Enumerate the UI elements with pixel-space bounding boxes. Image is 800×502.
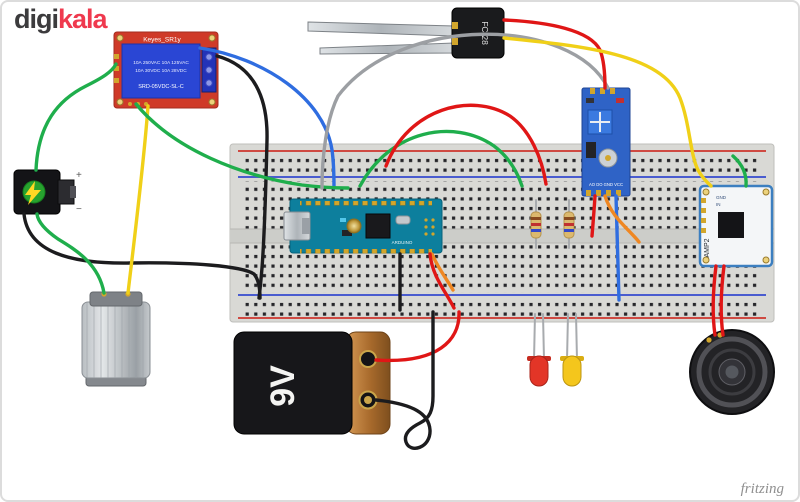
led-red-bulb <box>529 355 549 387</box>
wire-red-module-stub <box>590 194 597 238</box>
led-red <box>527 313 551 387</box>
wire-red-nano-jumper <box>428 252 456 310</box>
wire-red-amplifier-to-speaker-1 <box>711 264 718 337</box>
speaker-cone-outer <box>696 336 768 408</box>
battery-label: 9V <box>264 365 302 407</box>
dc-motor <box>81 291 151 387</box>
relay-pin <box>114 54 119 59</box>
led-yellow-lead-1 <box>566 313 569 361</box>
wire-blue-relay-to-breadboard <box>198 46 336 190</box>
nano-bottom-pin-row <box>300 249 432 254</box>
motor-top-cap <box>89 291 143 307</box>
nano-reset-button <box>346 218 362 234</box>
probe-prong-2 <box>319 42 455 55</box>
led-yellow-bulb <box>562 355 582 387</box>
digikala-logo: digikala <box>14 4 108 35</box>
wire-yellow-motor-to-relay <box>126 104 150 295</box>
screw-hole <box>702 188 710 196</box>
wire-black-relay-to-breadboard <box>215 54 269 300</box>
breadboard-top-rail-holes <box>242 154 758 173</box>
resistor-1 <box>530 199 542 249</box>
screw-hole <box>762 256 770 264</box>
wire-black-battery-to-breadboard <box>374 310 435 450</box>
screw-hole <box>208 98 216 106</box>
speaker <box>689 329 775 415</box>
nano-power-led <box>340 218 346 222</box>
screw-hole <box>762 188 770 196</box>
jack-minus-label: − <box>76 204 82 215</box>
wire-red-probe-to-module <box>502 18 607 90</box>
audio-amplifier-module: GND IN AMP2 <box>698 184 774 268</box>
amp-label: AMP2 <box>704 238 711 257</box>
sensor-power-led <box>616 98 624 103</box>
soil-sensor-module: AO DO GND VCC <box>581 87 631 197</box>
probe-prong-1 <box>307 21 455 37</box>
breadboard-bottom-rail-holes <box>242 297 758 316</box>
power-jack: + − <box>13 169 82 215</box>
amp-chip <box>718 212 744 238</box>
wire-orange-module-to-breadboard <box>603 194 641 244</box>
wire-red-breadboard-arc <box>384 103 548 186</box>
screw-hole <box>208 34 216 42</box>
battery-body <box>233 331 353 435</box>
wire-green-jack-to-relay <box>34 62 118 172</box>
wire-yellow-probe-to-amplifier <box>502 36 713 188</box>
wire-red-battery-to-breadboard <box>374 310 461 363</box>
nano-mcu-chip <box>365 213 391 239</box>
led-red-lead-1 <box>533 313 536 361</box>
amp-in-label: IN <box>716 202 721 207</box>
wire-green-motor-to-jack <box>35 212 106 295</box>
nano-top-pin-row <box>300 201 432 206</box>
led-yellow-lead-2 <box>575 313 578 361</box>
led-red-lead-2 <box>542 313 545 361</box>
fritzing-watermark: fritzing <box>740 481 784 497</box>
relay-pin <box>114 78 119 83</box>
logo-digi: digi <box>14 4 59 34</box>
wire-black-jack-to-breadboard <box>22 212 262 300</box>
screw-hole <box>702 256 710 264</box>
relay-cube <box>121 43 201 99</box>
speaker-terminal-1 <box>706 337 712 343</box>
screw-hole <box>116 98 124 106</box>
led-yellow <box>560 313 584 387</box>
speaker-dome <box>725 365 739 379</box>
jack-plus-label: + <box>76 170 82 181</box>
relay-model: SRD-05VDC-SL-C <box>138 84 184 90</box>
battery-terminal-negative <box>359 350 377 368</box>
relay-pin <box>114 66 119 71</box>
relay-rating-2: 10A 30VDC 10A 28VDC <box>135 68 187 74</box>
lightning-bolt-icon <box>25 181 41 205</box>
wire-blue-module-to-rail <box>614 194 621 302</box>
arduino-nano: ARDUINO <box>283 198 443 254</box>
wire-green-relay-to-breadboard <box>134 102 350 190</box>
wire-red-amplifier-to-speaker-2 <box>719 264 726 337</box>
wire-gray-module-to-breadboard-arc <box>320 32 610 190</box>
relay-module: Keyes_SR1y 10A 250VAC 10A 125VAC 10A 30V… <box>113 31 219 109</box>
screw-hole <box>116 34 124 42</box>
wire-green-breadboard-arc <box>358 129 524 188</box>
amp-gnd-label: GND <box>716 195 727 200</box>
sensor-pin-labels: AO DO GND VCC <box>589 182 623 187</box>
wires-layer <box>22 18 748 450</box>
nano-oscillator <box>395 215 411 225</box>
nano-label: ARDUINO <box>392 240 413 245</box>
battery-9v: 9V <box>233 331 391 435</box>
logo-kala: kala <box>58 4 108 34</box>
wire-orange-nano-to-breadboard <box>430 252 455 292</box>
wire-green-amplifier-to-rail <box>731 154 748 188</box>
relay-rating-1: 10A 250VAC 10A 125VAC <box>133 60 189 66</box>
relay-title: Keyes_SR1y <box>143 37 181 44</box>
resistor-2 <box>563 199 575 249</box>
battery-cap <box>345 331 391 435</box>
